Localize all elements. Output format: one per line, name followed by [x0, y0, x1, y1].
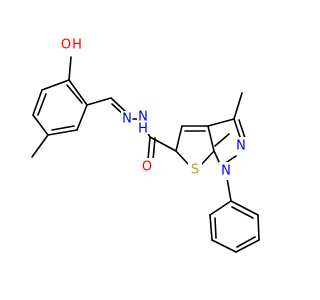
bond: [66, 84, 83, 104]
label-background: [188, 162, 202, 180]
bond: [230, 200, 259, 216]
atom-labels: O H N N H O S N N: [60, 35, 248, 180]
hydroxyl-oxygen-label: O: [61, 38, 71, 53]
label-background: [234, 137, 248, 155]
bond: [147, 136, 151, 161]
bond: [207, 118, 235, 127]
bond: [233, 92, 243, 120]
label-background: [219, 162, 233, 180]
bond: [209, 200, 232, 216]
bond: [235, 239, 260, 253]
bond: [175, 150, 191, 167]
hydrazone-n1-label: N: [122, 112, 132, 127]
label-background: [121, 111, 132, 129]
bond: [152, 137, 156, 161]
bond: [110, 97, 127, 113]
bond: [226, 177, 232, 202]
pyrazole-n2-label: N: [236, 139, 246, 154]
bond: [68, 56, 72, 81]
bond: [214, 217, 217, 239]
bond: [32, 114, 49, 136]
bond: [200, 150, 215, 166]
bond: [211, 239, 237, 253]
bond: [231, 206, 254, 219]
bond: [31, 134, 49, 158]
bond: [233, 118, 242, 141]
hydroxyl-hydrogen-label: H: [72, 38, 82, 53]
bond: [51, 125, 75, 131]
molecule-diagram: O H N N H O S N N: [31, 35, 260, 253]
hydrazone-n2-label: N: [138, 110, 148, 125]
thiophene-sulfur-label: S: [191, 163, 199, 178]
label-background: [140, 158, 154, 176]
carbonyl-oxygen-label: O: [142, 160, 152, 175]
amide-hydrogen-label: H: [138, 122, 148, 137]
label-background: [60, 35, 82, 53]
bond: [37, 93, 47, 116]
bonds: [31, 56, 260, 253]
bond: [214, 133, 230, 147]
bond: [213, 150, 221, 165]
bond: [207, 125, 215, 152]
bond: [238, 119, 246, 139]
bond: [41, 79, 70, 91]
bond: [68, 79, 88, 106]
bond: [257, 214, 260, 241]
bond: [86, 97, 112, 106]
bond: [76, 104, 88, 131]
bond: [32, 89, 43, 116]
pyrazole-n1-label: N: [221, 164, 231, 179]
bond: [209, 214, 213, 241]
bond: [236, 236, 256, 248]
label-background: [137, 110, 149, 134]
bond: [47, 129, 78, 136]
bond: [175, 125, 183, 152]
